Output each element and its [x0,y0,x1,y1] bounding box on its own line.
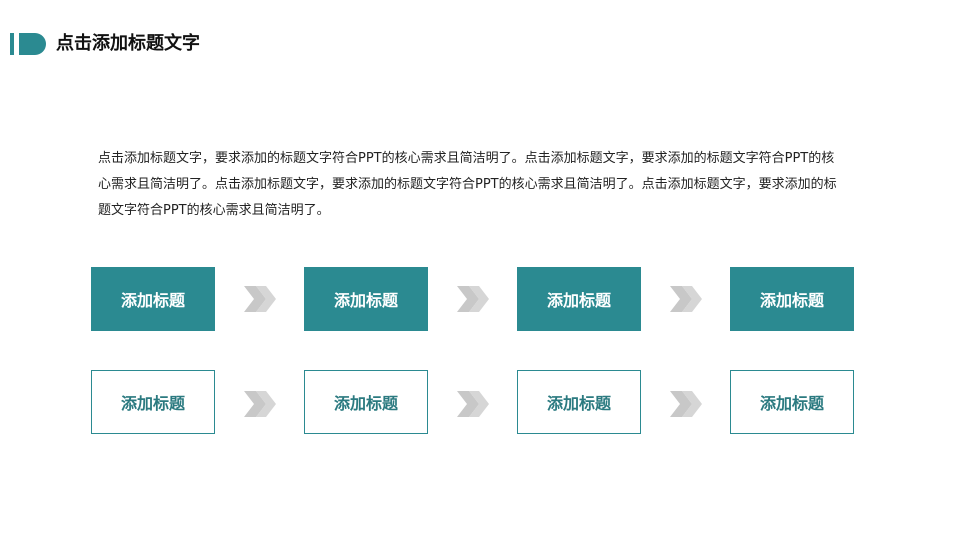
header-accent-tab [19,33,46,55]
double-chevron-right-icon [670,391,702,417]
header-accent-bar [10,33,14,55]
step-box-outline-4[interactable]: 添加标题 [730,370,854,434]
step-box-filled-1[interactable]: 添加标题 [91,267,215,331]
step-box-filled-2[interactable]: 添加标题 [304,267,428,331]
double-chevron-right-icon [457,391,489,417]
double-chevron-right-icon [457,286,489,312]
step-box-outline-1[interactable]: 添加标题 [91,370,215,434]
step-box-outline-3[interactable]: 添加标题 [517,370,641,434]
step-box-filled-4[interactable]: 添加标题 [730,267,854,331]
double-chevron-right-icon [244,391,276,417]
step-box-filled-3[interactable]: 添加标题 [517,267,641,331]
page-title[interactable]: 点击添加标题文字 [56,33,200,54]
step-box-outline-2[interactable]: 添加标题 [304,370,428,434]
double-chevron-right-icon [670,286,702,312]
body-paragraph[interactable]: 点击添加标题文字，要求添加的标题文字符合PPT的核心需求且简洁明了。点击添加标题… [98,151,837,218]
double-chevron-right-icon [244,286,276,312]
